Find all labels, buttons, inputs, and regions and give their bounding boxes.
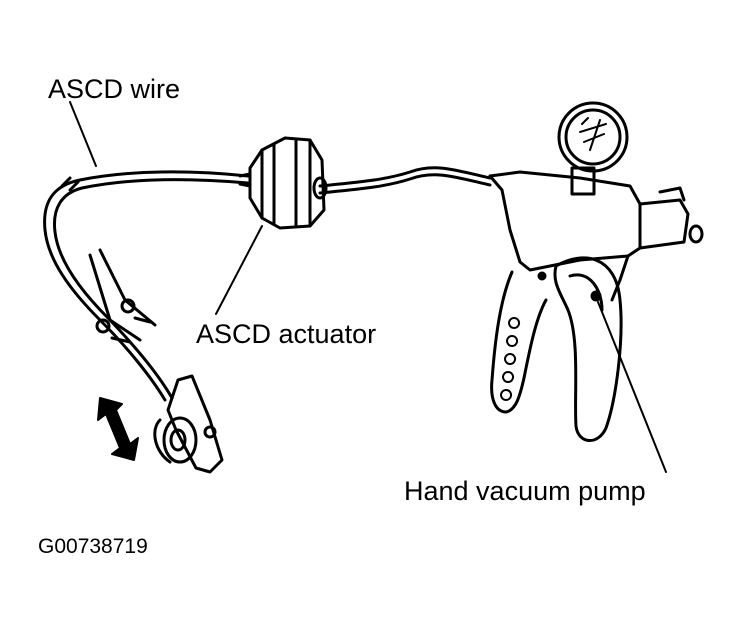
figure-code: G00738719 [38, 535, 148, 558]
label-ascd-actuator: ASCD actuator [196, 319, 377, 349]
ascd-actuator [238, 136, 328, 230]
throttle-linkage [88, 248, 224, 474]
hand-vacuum-pump [488, 101, 704, 442]
label-ascd-wire: ASCD wire [48, 74, 181, 104]
leader-lines [69, 101, 667, 473]
label-hand-vacuum-pump: Hand vacuum pump [404, 476, 646, 506]
double-headed-arrow-icon [97, 397, 139, 461]
ascd-wire-cable [43, 166, 492, 402]
